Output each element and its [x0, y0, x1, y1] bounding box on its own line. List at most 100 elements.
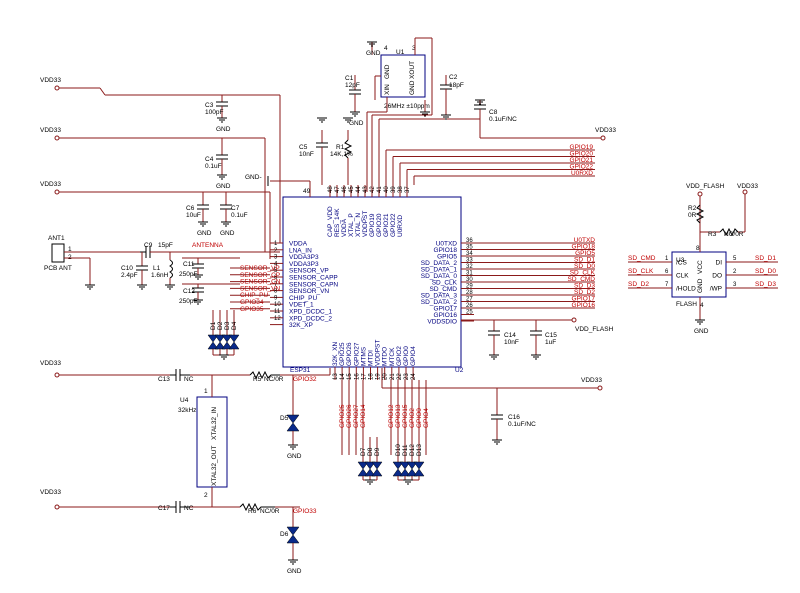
esp-bottom-pin-num: 20: [383, 373, 389, 380]
flash-right-net: SD_D1: [755, 255, 776, 262]
esp-left-pin-num: 7: [274, 282, 278, 288]
gnd-label: GND: [694, 328, 709, 335]
c1-val: 12pF: [345, 82, 360, 89]
d6-ref: D6: [280, 531, 289, 538]
ant-pin1: 1: [68, 246, 72, 253]
esp-top-pin-num: 48: [328, 186, 334, 193]
r5-val: NC/0R: [264, 376, 284, 383]
esp-right-pin-name: SD_DATA_0: [421, 273, 458, 280]
res-r5: R5 NC/0R GPIO32: [249, 368, 331, 383]
bottom-net-label: GPIO27: [353, 404, 360, 428]
gnd-label: GND: [216, 183, 231, 190]
c14-ref: C14: [504, 332, 516, 339]
diode-triangle: [228, 334, 240, 343]
esp-right-pin-num: 34: [466, 251, 473, 257]
c10-ref: C10: [121, 265, 133, 272]
esp-left-pin-name: VDET_1: [289, 302, 314, 309]
esp-ref-label: U2: [455, 367, 464, 374]
diode-triangle: [207, 334, 219, 343]
diode-triangle: [392, 461, 404, 470]
right-net-label: SD_D2: [574, 289, 595, 296]
esp-right-pin-num: 30: [466, 277, 473, 283]
esp-bottom-pin-name: MTCK: [389, 347, 396, 366]
esp-top-pin-name: GPIO21: [383, 213, 390, 237]
esp-top-pin-num: 39: [391, 186, 397, 193]
flash-right-name: DO: [712, 273, 722, 280]
esp-top-pin-num: 47: [335, 186, 341, 193]
right-net-label: GPIO17: [572, 296, 596, 303]
flash-right-name: /WP: [710, 286, 722, 293]
flash-left-net: SD_CMD: [628, 255, 656, 262]
ant-ref: ANT1: [48, 235, 65, 242]
esp-right-pin-name: GPIO17: [434, 306, 458, 313]
right-net-label: SD_CLK: [570, 270, 596, 277]
flash-left-num: 1: [665, 256, 669, 262]
esp-left-pin-num: 6: [274, 275, 278, 281]
c10-val: 2.4pF: [121, 272, 138, 279]
gnd-label: GND: [197, 230, 212, 237]
bottom-net-label: GPIO15: [402, 404, 409, 428]
u3-ref: U3: [676, 257, 685, 264]
esp-right-pin-name: GPIO16: [434, 312, 458, 319]
right-net-label: GPIO18: [572, 244, 596, 251]
esp-left-pin-name: SENSOR_CAPN: [289, 281, 338, 288]
flash-left-name: CLK: [676, 273, 689, 280]
u4-pin1-num: 1: [204, 388, 208, 395]
diode-ref: D4: [231, 321, 238, 330]
u3-gnd-num: 4: [700, 302, 704, 309]
c7-val: 0.1uF: [231, 212, 248, 219]
vdd33-label-8: VDD33: [737, 183, 758, 190]
esp-top-pin-name: U0RXD: [397, 215, 404, 237]
esp-right-pin-name: SD_CLK: [432, 280, 458, 287]
right-net-label: GPIO5: [575, 250, 595, 257]
right-net-label: SD_CMD: [568, 276, 596, 283]
esp-left-pin-num: 8: [274, 289, 278, 295]
vdd33-label-4: VDD33: [40, 360, 61, 367]
esp-bottom-pin-name: MTDI: [368, 350, 375, 366]
l1-val: 1.6nH: [151, 272, 169, 279]
crystal-u4: U4 32kHz XTAL32_IN XTAL32_OUT 1 2: [178, 375, 228, 507]
esp-right-pin-num: 35: [466, 245, 473, 251]
bottom-net-label: GPIO14: [360, 404, 367, 428]
esp-bottom-pin-name: GPIO26: [346, 342, 353, 366]
right-net-labels: U0TXDGPIO18GPIO5SD_D1SD_D0SD_CLKSD_CMDSD…: [474, 237, 596, 309]
c13-val: NC: [184, 376, 194, 383]
vdd33-rail-5: VDD33: [40, 489, 300, 510]
c12-val: 250pF: [179, 298, 197, 305]
cap-c16: C16 0.1uF/NC: [491, 388, 536, 440]
c17-val: NC: [184, 505, 194, 512]
l1-ref: L1: [153, 265, 161, 272]
esp-right-pin-num: 29: [466, 284, 473, 290]
top-net-label: GPIO20: [570, 151, 594, 158]
diode-ref: D1: [210, 321, 217, 330]
vdd-flash-label-2: VDD_FLASH: [686, 183, 725, 190]
c16-ref: C16: [508, 414, 520, 421]
diode-ref: D3: [224, 321, 231, 330]
esp-right-pin-num: 31: [466, 271, 473, 277]
esp-right-pin-name: SD_DATA_2: [421, 299, 458, 306]
flash-left-num: 6: [665, 269, 669, 275]
esp-right-pin-num: 25: [466, 310, 473, 316]
flash-left-name: /HOLD: [676, 286, 696, 293]
esp-right-pin-num: 36: [466, 238, 473, 244]
vdd33-label-6: VDD33: [595, 127, 616, 134]
c9-val: 15pF: [158, 242, 173, 249]
esp-top-pin-num: 38: [398, 186, 404, 193]
right-net-label: GPIO16: [572, 302, 596, 309]
esp-top-pin-name: GPIO19: [369, 213, 376, 237]
cap-c11: C11 250pF: [179, 257, 240, 278]
u3-gnd: GND: [697, 278, 704, 293]
vdd33-rail-3: VDD33: [40, 181, 271, 259]
esp-left-pin-name: VDDA3P3: [289, 261, 319, 268]
c9-ref: C9: [144, 242, 153, 249]
gnd-label: GND: [366, 50, 381, 57]
c5-ref: C5: [299, 144, 308, 151]
cap-c3: C3 100pF: [205, 95, 228, 118]
esp-left-pin-num: 3: [274, 255, 278, 261]
res-r6: R6 NC/0R GPIO33: [239, 502, 317, 515]
